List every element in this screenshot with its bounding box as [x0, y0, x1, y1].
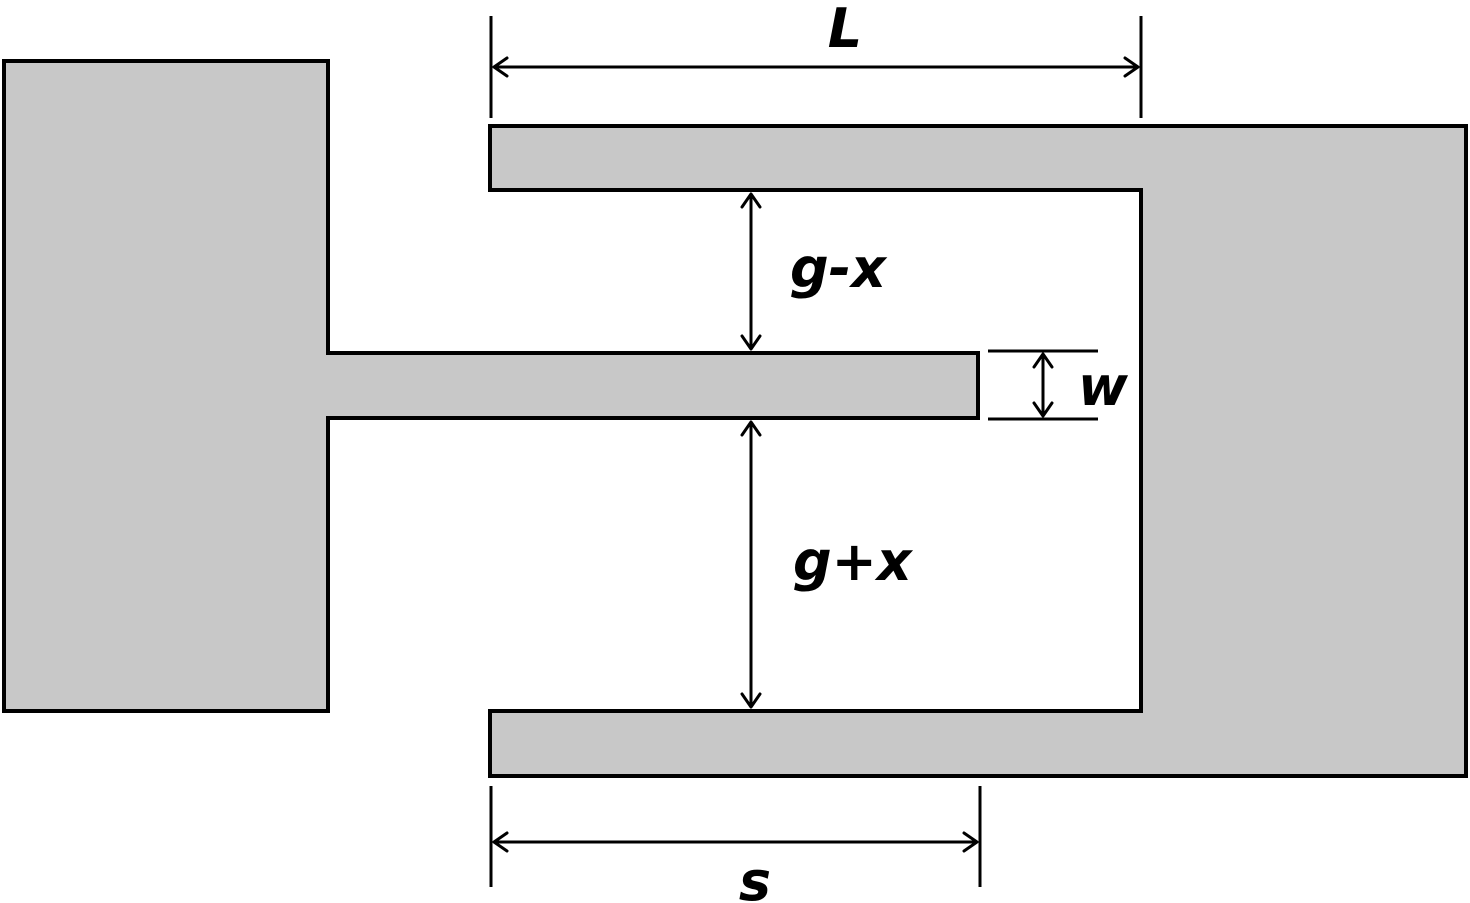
label-s: s [739, 850, 771, 903]
label-gap-bottom: g+x [793, 530, 914, 593]
dimension-gap-top-arrow-down [740, 334, 762, 351]
dimension-w: w [988, 349, 1129, 421]
label-gap-top: g-x [790, 237, 888, 300]
dimension-w-arrow-down [1032, 401, 1054, 418]
dimension-gap-bottom-arrow-down [740, 692, 762, 709]
dimension-s: s [489, 786, 982, 903]
dimension-w-arrow-up [1032, 352, 1054, 369]
dimension-gap-bottom: g+x [740, 420, 914, 709]
label-w: w [1078, 355, 1129, 418]
left-electrode-with-finger [2, 59, 980, 713]
dimension-gap-bottom-arrow-up [740, 420, 762, 437]
dimension-s-arrow-left [492, 831, 509, 853]
dimension-gap-top: g-x [740, 192, 888, 351]
dimension-l: L [489, 0, 1143, 118]
dimension-l-arrow-right [1123, 56, 1140, 78]
label-l: L [828, 0, 862, 60]
right-c-electrode [488, 124, 1468, 778]
dimension-s-arrow-right [962, 831, 979, 853]
dimension-l-arrow-left [492, 56, 509, 78]
dimension-gap-top-arrow-up [740, 192, 762, 209]
